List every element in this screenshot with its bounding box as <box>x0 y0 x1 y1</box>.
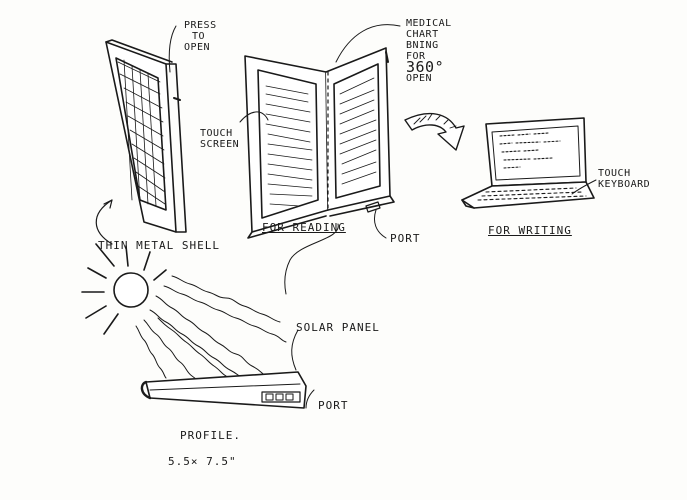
port-top-pointer <box>373 209 387 239</box>
press-to-open-pointer <box>168 25 177 73</box>
profile-label: PROFILE. <box>180 429 241 442</box>
port-top-label: PORT <box>390 232 421 245</box>
closed-folio-illustration <box>105 39 187 233</box>
port-bottom-label: PORT <box>318 399 349 412</box>
transform-arrow <box>404 112 465 151</box>
reading-to-profile-pointer <box>284 223 339 295</box>
thin-metal-shell-label: THIN METAL SHELL <box>98 239 220 252</box>
profile-illustration <box>140 371 307 409</box>
sun-rays-wavy <box>135 275 287 385</box>
press-to-open-label: PRESS TO OPEN <box>184 20 217 53</box>
for-reading-label: FOR READING <box>262 221 346 234</box>
for-writing-label: FOR WRITING <box>488 224 572 237</box>
touch-screen-pointer <box>239 111 269 123</box>
medical-binding-pointer <box>335 24 401 63</box>
touch-screen-label: TOUCH SCREEN <box>200 128 240 150</box>
solar-panel-pointer <box>291 329 299 371</box>
dimensions-label: 5.5× 7.5" <box>168 455 237 468</box>
metal-shell-pointer <box>95 199 113 245</box>
touch-keyboard-label: TOUCH KEYBOARD <box>598 168 651 190</box>
open-folio-illustration <box>244 47 395 239</box>
solar-panel-label: SOLAR PANEL <box>296 321 380 334</box>
port-bottom-pointer <box>305 389 315 409</box>
metal-shell-arrowhead <box>103 199 113 209</box>
laptop-illustration <box>461 117 595 209</box>
medical-chart-binding-label: MEDICAL CHART BNING FOR 360° OPEN <box>406 18 452 84</box>
sun-illustration <box>81 243 167 335</box>
touch-keyboard-pointer <box>571 179 597 195</box>
